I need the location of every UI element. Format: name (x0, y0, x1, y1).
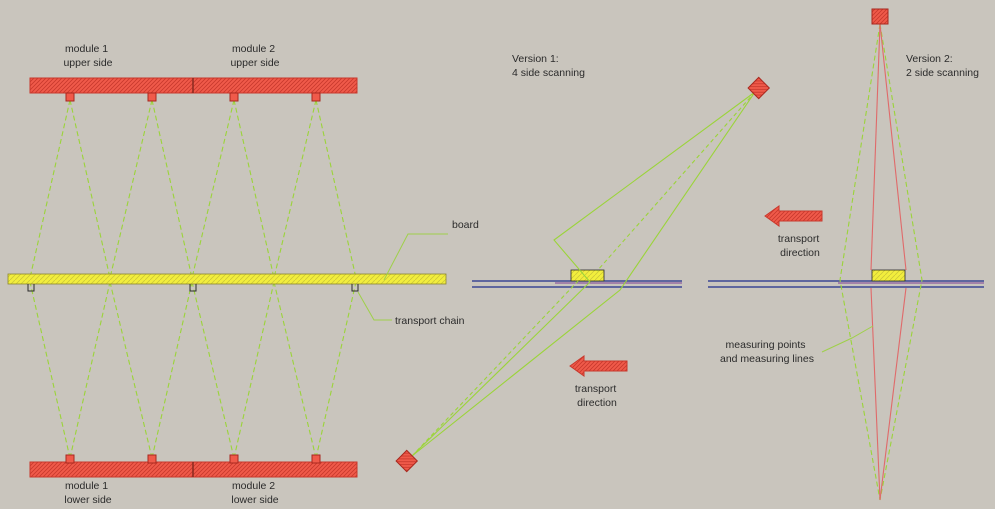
board-left (7, 273, 447, 285)
version2-label: Version 2: 2 side scanning (906, 53, 979, 79)
version2-setup: Version 2: 2 side scanning transport (708, 8, 984, 501)
version1-label: Version 1: 4 side scanning (512, 53, 585, 79)
module2-lower-label: module 2 lower side (231, 480, 278, 506)
upper-sensor-heads (65, 92, 321, 102)
chain-leader-line (357, 291, 392, 321)
board-label: board (452, 219, 479, 231)
transport-chain-hooks (27, 284, 359, 292)
module1-upper-label: module 1 upper side (63, 43, 112, 69)
scanner-head-icon (871, 8, 889, 25)
measuring-label: measuring points and measuring lines (720, 339, 814, 365)
module1-lower-label: module 1 lower side (64, 480, 111, 506)
board-leader-line (383, 233, 448, 281)
measuring-beams-left (29, 99, 357, 459)
module-scanner-setup: module 1 upper side module 2 upper side … (7, 43, 479, 506)
scanner-head-icon (395, 449, 419, 473)
measuring-beams-version1 (411, 91, 756, 457)
measuring-leader-line (821, 325, 874, 353)
version1-setup: Version 1: 4 side scanning transport (395, 53, 771, 473)
board-version1 (570, 269, 605, 282)
transport-arrow-icon (764, 205, 823, 227)
transport-direction-v1-label: transport direction (575, 383, 619, 409)
transport-chain-label: transport chain (395, 315, 465, 327)
board-version2 (871, 269, 906, 282)
module2-upper-label: module 2 upper side (230, 43, 279, 69)
transport-direction-v2-label: transport direction (778, 233, 822, 259)
lower-sensor-heads (65, 454, 321, 464)
transport-arrow-icon (569, 355, 628, 377)
scanner-head-icon (747, 76, 771, 100)
measuring-beams-version2 (839, 23, 923, 501)
